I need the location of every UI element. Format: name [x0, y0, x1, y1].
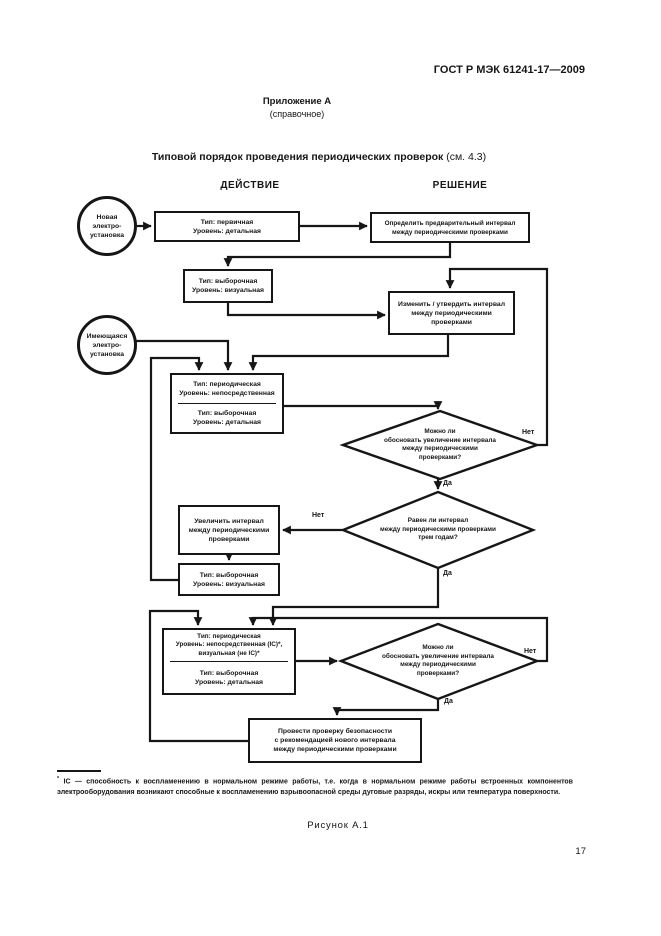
connector-sample1-to-change	[226, 303, 386, 320]
column-header-action: ДЕЙСТВИЕ	[220, 180, 280, 191]
page-number: 17	[575, 846, 586, 857]
label-no-1: Нет	[522, 429, 535, 436]
figure-title-text: Типовой порядок проведения периодических…	[151, 151, 444, 163]
label-yes-2: Да	[443, 570, 452, 577]
diamond-justify-2-label: Можно ли обосновать увеличение интервала…	[382, 644, 494, 677]
node-periodic-close-top: Тип: периодическая Уровень: непосредстве…	[172, 375, 282, 403]
connector-sample2-loop-to-periodic	[149, 356, 204, 582]
node-define-interval: Определить предварительный интервал межд…	[370, 212, 530, 243]
standard-reference: ГОСТ Р МЭК 61241-17—2009	[433, 64, 585, 76]
footnote-text: IC — способность к воспламенению в норма…	[57, 778, 573, 796]
node-existing-installation-label: Имеющаяся электро- установка	[86, 332, 128, 358]
node-sample-visual-2: Тип: выборочная Уровень: визуальная	[178, 563, 280, 596]
diamond-justify-1-text: Можно ли обосновать увеличение интервала…	[355, 421, 525, 469]
node-periodic-close-top-label: Тип: периодическая Уровень: непосредстве…	[179, 381, 275, 397]
node-divider	[178, 403, 276, 404]
footnote-rule	[57, 770, 101, 772]
diamond-justify-2-text: Можно ли обосновать увеличение интервала…	[353, 637, 523, 685]
connector-existing-to-periodic	[136, 339, 233, 371]
node-define-interval-label: Определить предварительный интервал межд…	[384, 219, 516, 236]
connector-safety-loop-to-periodic-ic	[148, 609, 248, 743]
node-periodic-close-bottom: Тип: выборочная Уровень: детальная	[172, 404, 282, 432]
figure-title: Типовой порядок проведения периодических…	[0, 151, 638, 163]
node-periodic-ic-top: Тип: периодическая Уровень: непосредстве…	[164, 630, 294, 661]
appendix-heading: Приложение А (справочное)	[147, 96, 447, 120]
node-periodic-close: Тип: периодическая Уровень: непосредстве…	[170, 373, 284, 434]
label-no-2: Нет	[312, 512, 325, 519]
footnote: * IC — способность к воспламенению в нор…	[57, 774, 573, 798]
decision-diamond-justify-1	[339, 409, 541, 481]
node-periodic-ic-bottom-label: Тип: выборочная Уровень: детальная	[194, 669, 264, 686]
node-increase-interval-label: Увеличить интервал между периодическими …	[188, 517, 270, 543]
diamond-three-years-text: Равен ли интервал между периодическими п…	[353, 506, 523, 554]
node-increase-interval: Увеличить интервал между периодическими …	[178, 505, 280, 555]
appendix-title: Приложение А	[262, 96, 332, 107]
node-periodic-ic-bottom: Тип: выборочная Уровень: детальная	[164, 662, 294, 693]
figure-title-ref: (см. 4.3)	[443, 151, 487, 163]
label-no-3: Нет	[524, 648, 537, 655]
node-new-installation-label: Новая электро- установка	[89, 213, 125, 239]
diamond-justify-1-label: Можно ли обосновать увеличение интервала…	[384, 428, 496, 461]
node-safety-check: Провести проверку безопасности с рекомен…	[248, 718, 422, 763]
node-sample-visual-1-label: Тип: выборочная Уровень: визуальная	[192, 278, 264, 294]
node-initial-detailed: Тип: первичная Уровень: детальная	[154, 211, 300, 242]
column-header-decision: РЕШЕНИЕ	[432, 180, 488, 191]
diamond-three-years-label: Равен ли интервал между периодическими п…	[380, 517, 496, 542]
node-initial-detailed-label: Тип: первичная Уровень: детальная	[192, 218, 262, 235]
node-periodic-close-bottom-label: Тип: выборочная Уровень: детальная	[192, 410, 262, 426]
figure-caption: Рисунок А.1	[307, 820, 369, 831]
connector-change-to-periodic	[248, 335, 450, 371]
node-change-interval-label: Изменить / утвердить интервал между пери…	[397, 300, 506, 326]
appendix-subtitle: (справочное)	[269, 109, 325, 119]
footnote-marker: *	[57, 776, 60, 782]
node-sample-visual-1: Тип: выборочная Уровень: визуальная	[183, 269, 273, 303]
connector-no1-loop-to-change	[445, 267, 549, 447]
label-yes-1: Да	[443, 480, 452, 487]
node-divider	[170, 661, 288, 662]
node-periodic-ic-top-label: Тип: периодическая Уровень: непосредстве…	[175, 632, 283, 657]
node-sample-visual-2-label: Тип: выборочная Уровень: визуальная	[193, 571, 265, 588]
decision-diamond-three-years	[339, 490, 537, 570]
connector-diamond3-yes-to-safety	[332, 699, 440, 716]
label-yes-3: Да	[444, 698, 453, 705]
decision-diamond-justify-2	[337, 622, 541, 701]
node-safety-check-label: Провести проверку безопасности с рекомен…	[273, 728, 397, 753]
node-change-interval: Изменить / утвердить интервал между пери…	[388, 291, 515, 335]
connector-diamond2-yes-to-periodic-ic	[268, 568, 440, 626]
connector-periodic-to-diamond1	[284, 401, 443, 410]
node-existing-installation: Имеющаяся электро- установка	[77, 315, 137, 375]
connector-define-to-sample1	[223, 243, 452, 267]
node-periodic-ic: Тип: периодическая Уровень: непосредстве…	[162, 628, 296, 695]
node-new-installation: Новая электро- установка	[77, 196, 137, 256]
